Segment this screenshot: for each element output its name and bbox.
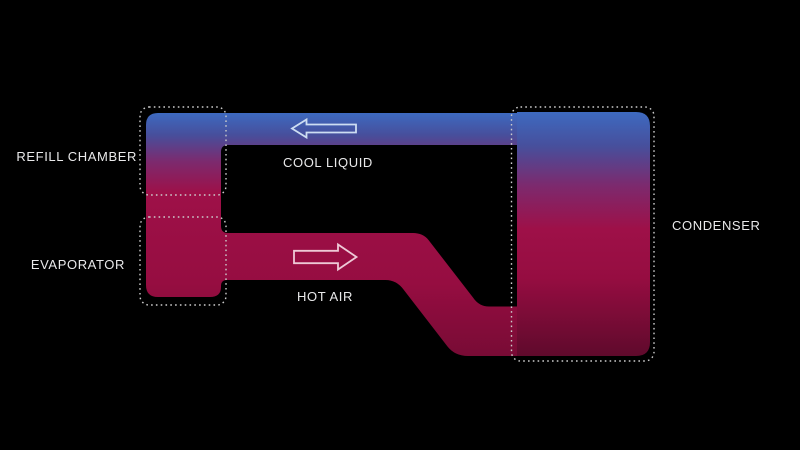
cool-liquid-arrow-left-icon: [290, 117, 357, 140]
refill-chamber-label: REFILL CHAMBER: [16, 149, 137, 164]
pipe-loop-shape: [146, 113, 521, 356]
evaporator-outline: [139, 216, 227, 306]
condenser-label: CONDENSER: [672, 218, 761, 233]
hot-air-arrow-right-icon: [293, 242, 359, 272]
condenser-block: [517, 112, 650, 356]
evaporator-label: EVAPORATOR: [30, 257, 125, 272]
refill-chamber-outline: [139, 106, 227, 196]
cool-liquid-label: COOL LIQUID: [283, 155, 373, 170]
hot-air-label: HOT AIR: [297, 289, 353, 304]
